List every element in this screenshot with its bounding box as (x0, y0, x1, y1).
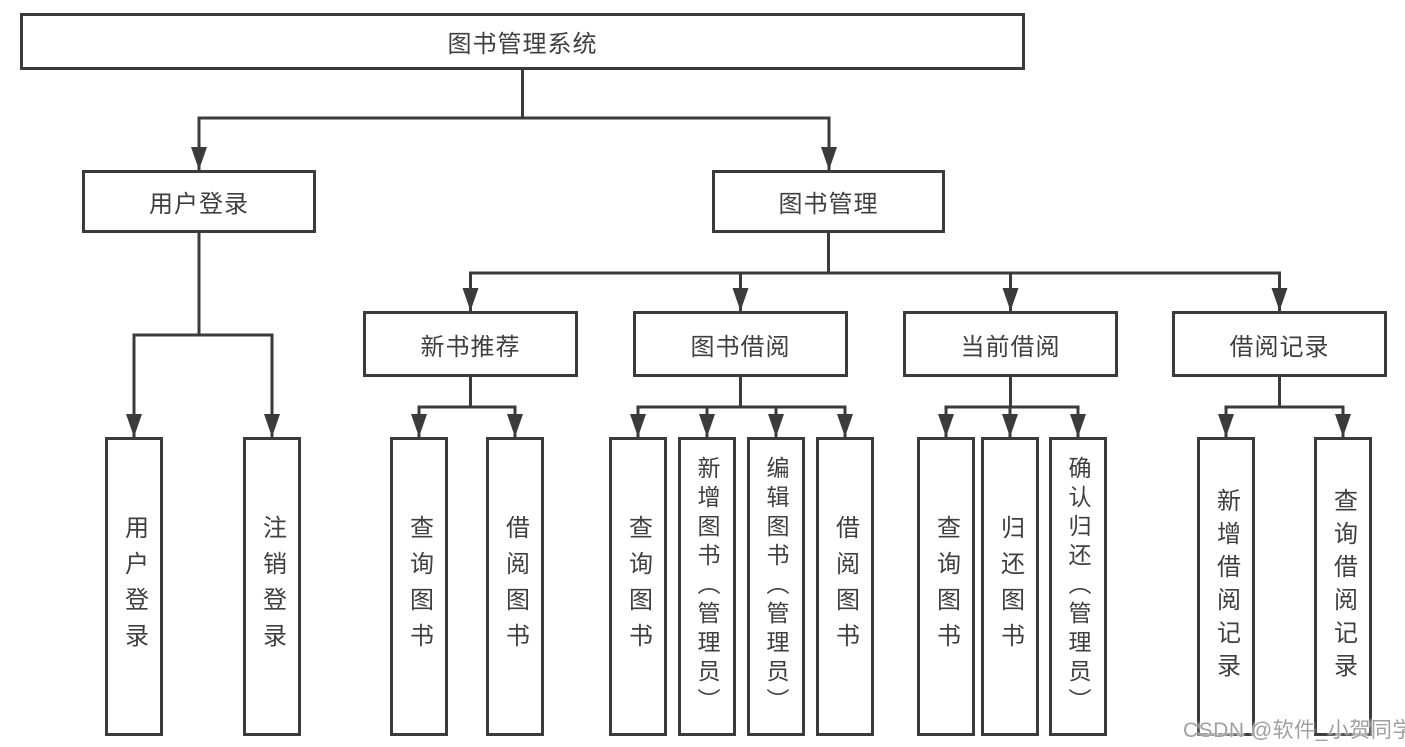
csdn-watermark: CSDN @软件_小贺同学 (1183, 719, 1405, 742)
node-root: 图书管理系统 (20, 13, 1025, 70)
leaf-user-login: 用户登录 (105, 437, 163, 736)
leaf-borrowing-borrow-books: 借阅图书 (816, 437, 874, 736)
leaf-recommend-borrow-books: 借阅图书 (486, 437, 544, 736)
node-user-login: 用户登录 (82, 170, 316, 233)
node-book-borrowing: 图书借阅 (633, 311, 848, 377)
leaf-current-return-books: 归还图书 (981, 437, 1039, 736)
node-current-borrowing: 当前借阅 (903, 311, 1118, 377)
connector-lines (132, 70, 1345, 437)
node-book-management: 图书管理 (712, 170, 945, 233)
leaf-borrowing-edit-books-admin: 编辑图书（管理员） (747, 437, 805, 736)
node-borrowing-records: 借阅记录 (1172, 311, 1387, 377)
leaf-recommend-query-books: 查询图书 (390, 437, 448, 736)
leaf-records-query-record: 查询借阅记录 (1314, 437, 1372, 736)
leaf-logout: 注销登录 (243, 437, 301, 736)
leaf-current-confirm-return-admin: 确认归还（管理员） (1049, 437, 1107, 736)
arrowhead-markers (126, 147, 1351, 437)
leaf-current-query-books: 查询图书 (917, 437, 975, 736)
leaf-borrowing-add-books-admin: 新增图书（管理员） (678, 437, 736, 736)
leaf-borrowing-query-books: 查询图书 (609, 437, 667, 736)
node-new-book-recommendation: 新书推荐 (363, 311, 578, 377)
leaf-records-add-record: 新增借阅记录 (1197, 437, 1255, 736)
